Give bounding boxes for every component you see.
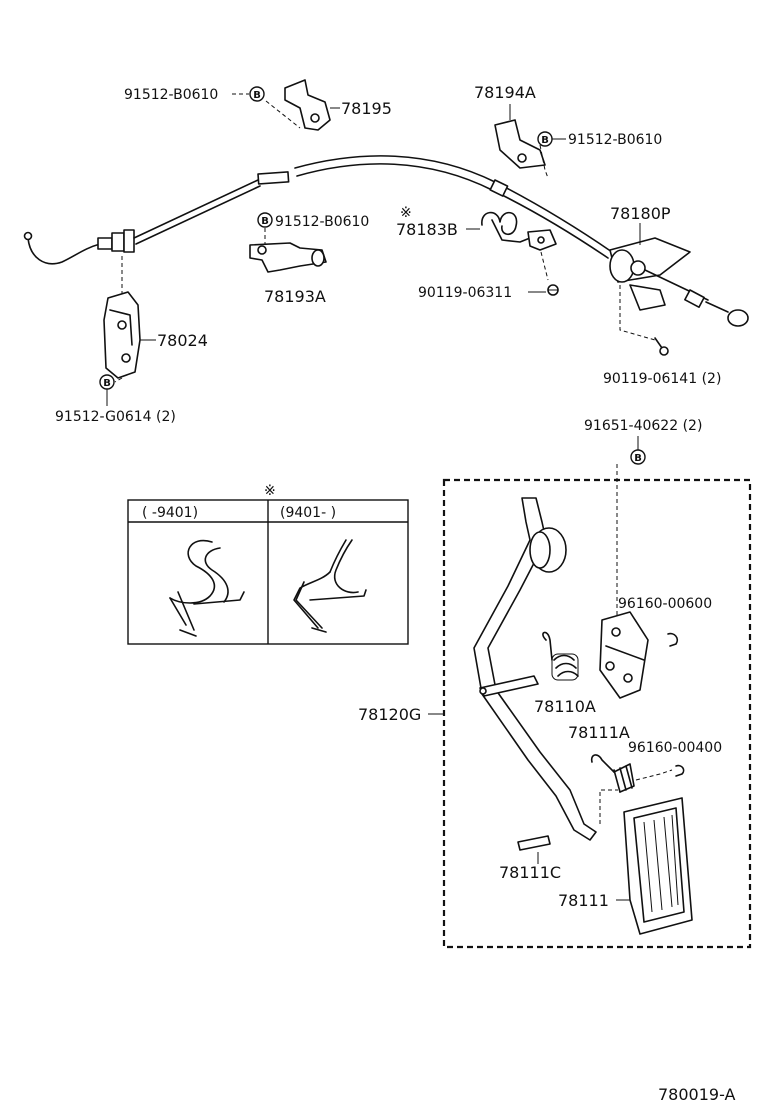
label-96160-00400: 96160-00400 <box>628 740 722 756</box>
bolt-90119-06311 <box>547 284 559 296</box>
accelerator-cable <box>23 155 613 265</box>
label-78024: 78024 <box>157 331 208 350</box>
spring-clip-78183b <box>481 211 557 251</box>
variant-table-mark: ※ <box>264 483 276 499</box>
illustration-code: 780019-A <box>658 1085 736 1104</box>
label-90119-06141: 90119-06141 (2) <box>603 371 721 387</box>
label-78194a: 78194A <box>474 83 536 102</box>
label-78195: 78195 <box>341 99 392 118</box>
svg-text:B: B <box>103 378 111 389</box>
mark-78183b: ※ <box>400 205 412 221</box>
svg-text:B: B <box>634 453 642 464</box>
label-91651-40622: 91651-40622 (2) <box>584 418 702 434</box>
bolt-symbol-78024: B <box>99 374 115 390</box>
bolt-symbol-78194a: B <box>537 131 553 147</box>
label-96160-00600: 96160-00600 <box>618 596 712 612</box>
label-78111c: 78111C <box>499 863 561 882</box>
label-91512-b0610-a: 91512-B0610 <box>124 87 218 103</box>
label-78111a: 78111A <box>568 723 630 742</box>
pin-78111c <box>517 835 551 851</box>
svg-text:B: B <box>541 135 549 146</box>
label-78180p: 78180P <box>610 204 671 223</box>
pivot-pin <box>479 675 539 697</box>
label-91512-b0610-c: 91512-B0610 <box>275 214 369 230</box>
label-90119-06311: 90119-06311 <box>418 285 512 301</box>
bracket-78024 <box>103 291 141 379</box>
variant-table: ※ ( -9401) (9401- ) <box>127 483 409 645</box>
label-78111: 78111 <box>558 891 609 910</box>
pedal-bracket <box>599 611 649 699</box>
label-91512-g0614: 91512-G0614 (2) <box>55 409 176 425</box>
bolt-symbol-78193a: B <box>257 212 273 228</box>
variant-col-right: (9401- ) <box>280 505 336 521</box>
pedal-pad-78111 <box>623 797 693 935</box>
clamp-78193a <box>249 242 327 273</box>
spring-clip-early <box>169 539 245 637</box>
label-91512-b0610-b: 91512-B0610 <box>568 132 662 148</box>
clip-96160-00400 <box>675 764 685 777</box>
clip-96160-00600 <box>667 632 679 647</box>
clamp-78194a <box>494 104 546 169</box>
bolt-symbol-78195: B <box>249 86 265 102</box>
pedal-assembly-outline <box>442 478 752 949</box>
spring-clip-late <box>293 539 367 633</box>
pedal-arm-78120g <box>473 497 597 841</box>
label-78120g: 78120G <box>358 705 421 724</box>
svg-text:B: B <box>253 90 261 101</box>
cable-end-bracket-78180p <box>609 237 749 327</box>
label-78183b: 78183B <box>396 220 458 239</box>
label-78110a: 78110A <box>534 697 596 716</box>
variant-col-left: ( -9401) <box>142 505 198 521</box>
label-78193a: 78193A <box>264 287 326 306</box>
clamp-78195 <box>284 79 331 131</box>
bolt-90119-06141 <box>654 337 669 356</box>
svg-text:B: B <box>261 216 269 227</box>
return-spring-78110a <box>542 631 579 681</box>
spring-78111a <box>590 754 635 793</box>
bolt-symbol-91651: B <box>630 449 646 465</box>
